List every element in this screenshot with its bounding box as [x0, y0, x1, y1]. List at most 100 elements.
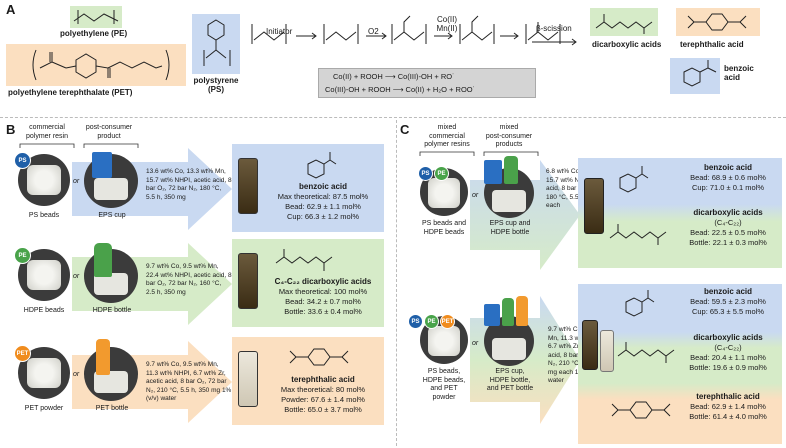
divider-horizontal [0, 117, 786, 118]
redox-equation-1: Co(II) + ROOH ⟶ Co(III)-OH + RO˙ [333, 72, 455, 81]
b-row-result-title: benzoic acid [298, 182, 347, 191]
b-row-product-pieces [94, 273, 128, 295]
c-bottom-resin-beads [428, 326, 460, 356]
c-top-result-1: benzoic acid Bead: 68.9 ± 0.6 mol% Cup: … [674, 163, 782, 193]
pet-structure [32, 49, 170, 81]
b-row-result-line-2: Bottle: 33.6 ± 0.4 mol% [284, 307, 362, 316]
b-row-result-text: C₄-C₂₂ dicarboxylic acids Max theoretica… [262, 277, 384, 317]
c-bottom-vial-1 [582, 320, 598, 370]
terephthalic-structure [676, 8, 760, 36]
b-row-vial [238, 351, 258, 407]
divider-vertical [396, 120, 397, 446]
initiator-label: Initiator [266, 27, 293, 36]
c-top-badge-pe: PE [434, 166, 449, 181]
mechanism-chain [251, 15, 561, 44]
b-header-product-2: product [97, 132, 121, 140]
b-row-result-line-0: Max theoretical: 100 mol% [278, 287, 368, 296]
panel-label-c: C [400, 122, 410, 137]
pe-structure [73, 10, 119, 24]
ps-label-line2: (PS) [208, 85, 224, 94]
c-header-product: mixed post-consumer products [480, 124, 538, 150]
catalyst-line1: Co(II) [437, 15, 457, 24]
b-row-product-photo [84, 347, 138, 401]
c-bottom-r3-line-1: Bottle: 61.4 ± 4.0 mol% [689, 412, 767, 421]
c-bottom-r2-line-1: Bottle: 19.6 ± 0.9 mol% [689, 363, 767, 372]
b-row-conditions: 13.6 wt% Co, 13.3 wt% Mn, 15.7 wt% NHPI,… [146, 168, 232, 201]
b-row-badge: PET [14, 345, 31, 362]
c-bottom-product-caption-1: EPS cup, [495, 368, 525, 375]
b-row-resin-material [27, 358, 61, 388]
c-top-cup-icon [484, 160, 502, 184]
c-bottom-r1-title: benzoic acid [703, 287, 752, 296]
b-row-conditions: 9.7 wt% Co, 9.5 wt% Mn, 11.3 wt% NHPI, 6… [146, 361, 232, 402]
b-row-badge: PS [14, 152, 31, 169]
b-header-product-1: post-consumer [85, 124, 133, 131]
c-top-r2-line-1: Bottle: 22.1 ± 0.3 mol% [689, 238, 767, 247]
panel-label-a: A [6, 2, 16, 17]
c-header-resin: mixed commercial polymer resins [418, 124, 476, 150]
b-row-product-caption: EPS cup [98, 212, 126, 219]
b-row-or: or [73, 178, 80, 185]
b-header-resin-1: commercial [29, 124, 65, 131]
b-row-resin-caption: PS beads [28, 212, 60, 219]
catalyst-label: Co(II) Mn(II) [430, 15, 464, 33]
c-bottom-result-3: terephthalic acid Bead: 62.9 ± 1.4 mol% … [674, 392, 782, 422]
b-row-resin-material [27, 165, 61, 195]
ps-label-line1: polystyrene [193, 76, 239, 85]
b-row-vial [238, 253, 258, 309]
b-header-resin-2: polymer resin [25, 132, 68, 140]
b-header-resin: commercial polymer resin [18, 124, 76, 141]
panel-label-b: B [6, 122, 16, 137]
c-top-badge-ps: PS [418, 166, 433, 181]
b-row-product-caption: HDPE bottle [92, 307, 132, 314]
b-row-result-text: terephthalic acid Max theoretical: 80 mo… [262, 375, 384, 415]
o2-label: O2 [368, 27, 379, 36]
b-row-result-title: C₄-C₂₂ dicarboxylic acids [274, 277, 372, 286]
b-row-result-line-1: Powder: 67.6 ± 1.4 mol% [281, 395, 365, 404]
c-bottom-badge-pe: PE [424, 314, 439, 329]
pe-label: polyethylene (PE) [60, 29, 128, 38]
b-row-resin-material [27, 260, 61, 290]
c-top-bottle-icon [504, 156, 518, 184]
c-bottom-hdpe-bottle-icon [502, 298, 514, 326]
c-bottom-r1-line-0: Bead: 59.5 ± 2.3 mol% [690, 297, 766, 306]
c-bottom-terephthalic-structure [611, 401, 671, 419]
redox-equation-2: Co(III)-OH + ROOH ⟶ Co(II) + H₂O + ROO˙ [325, 85, 476, 94]
b-row-resin-caption: HDPE beads [23, 307, 65, 314]
c-top-benzoic-structure [619, 166, 649, 193]
c-top-r2-line-0: Bead: 22.5 ± 0.5 mol% [690, 228, 766, 237]
b-row-result-line-1: Bead: 62.9 ± 1.1 mol% [285, 202, 361, 211]
c-bottom-product-caption-2: HDPE bottle, [489, 376, 531, 384]
ps-structure-box [192, 14, 240, 74]
b-row-result-line-0: Max theoretical: 87.5 mol% [277, 192, 369, 201]
b-row-product-structure [275, 249, 333, 271]
b-row-product-caption: PET bottle [95, 405, 129, 412]
dicarboxylic-structure [590, 8, 658, 36]
c-bottom-product-pieces [492, 338, 526, 360]
b-row-product-structure [307, 152, 337, 179]
b-row-badge: PE [14, 247, 31, 264]
c-top-vial [584, 178, 604, 234]
b-header-brackets [19, 143, 139, 148]
b-row-conditions: 9.7 wt% Co, 9.5 wt% Mn, 22.4 wt% NHPI, a… [146, 263, 232, 296]
c-bottom-badge-pet: PET [440, 314, 455, 329]
benzoic-structure [670, 58, 720, 94]
c-bottom-result-2: dicarboxylic acids (C₄-C₂₂) Bead: 20.4 ±… [674, 333, 782, 373]
c-top-r1-title: benzoic acid [703, 163, 752, 172]
b-row-or: or [73, 273, 80, 280]
b-row-result-text: benzoic acid Max theoretical: 87.5 mol% … [262, 182, 384, 222]
c-top-product-caption-2: HDPE bottle [490, 228, 530, 236]
c-bottom-resin-caption-4: powder [432, 393, 456, 401]
b-row-result-line-2: Bottle: 65.0 ± 3.7 mol% [284, 405, 362, 414]
beta-scission-label: β-scission [536, 24, 572, 33]
b-row-result-line-2: Cup: 66.3 ± 1.2 mol% [286, 212, 360, 221]
b-row-product-pieces [94, 178, 128, 200]
b-row-or: or [73, 371, 80, 378]
c-bottom-product-caption-3: and PET bottle [486, 385, 534, 392]
catalyst-line2: Mn(II) [436, 24, 458, 33]
c-top-result-2: dicarboxylic acids (C₄-C₂₂) Bead: 22.5 ±… [674, 208, 782, 248]
c-top-r2-sub: (C₄-C₂₂) [714, 218, 742, 227]
c-top-product-caption-1: EPS cup and [489, 220, 531, 227]
c-bottom-r2-sub: (C₄-C₂₂) [714, 343, 742, 352]
c-bottom-vial-2 [600, 330, 614, 372]
